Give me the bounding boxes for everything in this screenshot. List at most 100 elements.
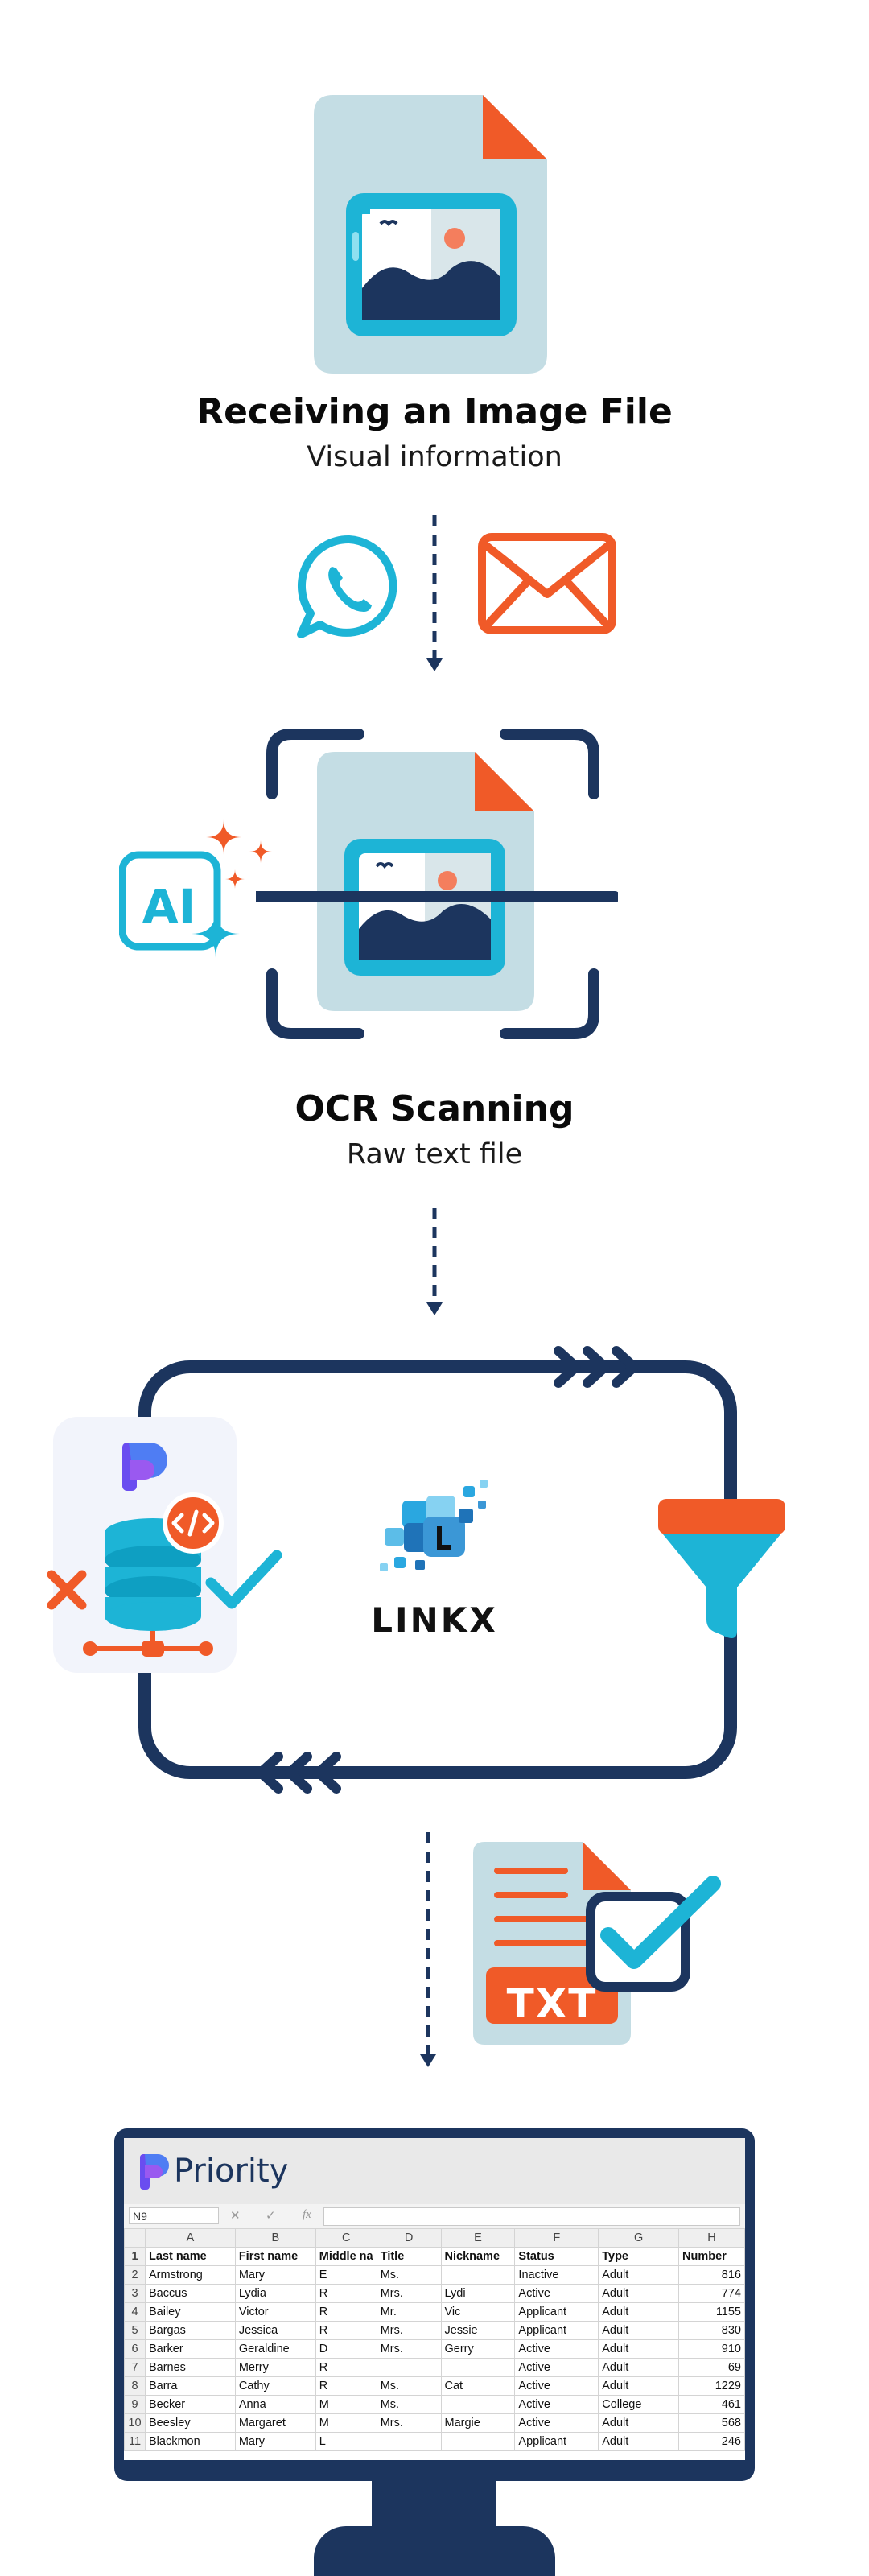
table-cell[interactable]: 830 <box>678 2321 745 2340</box>
table-cell[interactable]: Mrs. <box>376 2321 442 2340</box>
row-number[interactable]: 2 <box>124 2265 146 2285</box>
table-cell[interactable]: R <box>315 2302 377 2322</box>
table-cell[interactable]: M <box>315 2395 377 2414</box>
table-cell[interactable]: Ms. <box>376 2395 442 2414</box>
table-cell[interactable]: E <box>315 2265 377 2285</box>
table-cell[interactable]: Merry <box>234 2358 316 2377</box>
table-cell[interactable]: Margie <box>440 2413 516 2433</box>
table-cell[interactable]: 910 <box>678 2339 745 2359</box>
table-cell[interactable]: Last name <box>144 2247 236 2266</box>
table-cell[interactable]: Mrs. <box>376 2339 442 2359</box>
row-number[interactable]: 10 <box>124 2413 146 2433</box>
table-cell[interactable]: Title <box>376 2247 442 2266</box>
table-cell[interactable]: R <box>315 2321 377 2340</box>
table-cell[interactable]: Mary <box>234 2265 316 2285</box>
table-cell[interactable]: Baccus <box>144 2284 236 2303</box>
table-cell[interactable]: Mrs. <box>376 2284 442 2303</box>
row-number[interactable]: 5 <box>124 2321 146 2340</box>
table-cell[interactable]: Armstrong <box>144 2265 236 2285</box>
table-cell[interactable]: Adult <box>598 2376 680 2396</box>
table-cell[interactable]: Middle na <box>315 2247 377 2266</box>
table-cell[interactable]: Cathy <box>234 2376 316 2396</box>
table-cell[interactable]: Adult <box>598 2432 680 2451</box>
table-cell[interactable]: 69 <box>678 2358 745 2377</box>
table-cell[interactable]: Active <box>514 2339 599 2359</box>
table-cell[interactable]: Margaret <box>234 2413 316 2433</box>
table-cell[interactable]: Adult <box>598 2358 680 2377</box>
table-cell[interactable]: 816 <box>678 2265 745 2285</box>
table-cell[interactable]: Adult <box>598 2339 680 2359</box>
table-cell[interactable]: Nickname <box>440 2247 516 2266</box>
table-cell[interactable]: Adult <box>598 2284 680 2303</box>
row-number[interactable]: 8 <box>124 2376 146 2396</box>
row-number[interactable]: 4 <box>124 2302 146 2322</box>
table-cell[interactable]: Geraldine <box>234 2339 316 2359</box>
table-cell[interactable]: 246 <box>678 2432 745 2451</box>
table-cell[interactable]: Applicant <box>514 2302 599 2322</box>
table-cell[interactable]: Active <box>514 2413 599 2433</box>
table-cell[interactable]: Bailey <box>144 2302 236 2322</box>
table-cell[interactable]: Ms. <box>376 2265 442 2285</box>
table-cell[interactable]: Type <box>598 2247 680 2266</box>
table-cell[interactable]: Lydia <box>234 2284 316 2303</box>
table-cell[interactable]: Status <box>514 2247 599 2266</box>
function-icon[interactable]: fx <box>303 2208 311 2221</box>
confirm-icon[interactable]: ✓ <box>266 2210 276 2223</box>
table-cell[interactable] <box>440 2432 516 2451</box>
table-cell[interactable]: College <box>598 2395 680 2414</box>
table-cell[interactable]: Active <box>514 2358 599 2377</box>
table-cell[interactable]: Barnes <box>144 2358 236 2377</box>
row-number[interactable]: 7 <box>124 2358 146 2377</box>
table-cell[interactable]: Anna <box>234 2395 316 2414</box>
table-cell[interactable]: Inactive <box>514 2265 599 2285</box>
name-box[interactable]: N9 <box>129 2207 219 2224</box>
column-header[interactable]: G <box>598 2228 680 2248</box>
table-cell[interactable]: Lydi <box>440 2284 516 2303</box>
table-cell[interactable] <box>376 2432 442 2451</box>
column-header[interactable]: E <box>440 2228 516 2248</box>
table-cell[interactable]: Active <box>514 2395 599 2414</box>
table-cell[interactable]: First name <box>234 2247 316 2266</box>
table-cell[interactable]: Ms. <box>376 2376 442 2396</box>
table-cell[interactable]: Mrs. <box>376 2413 442 2433</box>
table-cell[interactable]: Beesley <box>144 2413 236 2433</box>
table-cell[interactable]: Jessica <box>234 2321 316 2340</box>
row-number[interactable]: 6 <box>124 2339 146 2359</box>
table-cell[interactable]: Jessie <box>440 2321 516 2340</box>
column-header[interactable]: B <box>234 2228 316 2248</box>
table-cell[interactable]: Active <box>514 2284 599 2303</box>
table-cell[interactable]: 1229 <box>678 2376 745 2396</box>
table-cell[interactable] <box>440 2395 516 2414</box>
table-cell[interactable]: M <box>315 2413 377 2433</box>
table-cell[interactable]: 1155 <box>678 2302 745 2322</box>
corner-cell[interactable] <box>124 2228 146 2248</box>
table-cell[interactable]: Barra <box>144 2376 236 2396</box>
table-cell[interactable]: Mary <box>234 2432 316 2451</box>
table-cell[interactable] <box>440 2265 516 2285</box>
table-cell[interactable]: Applicant <box>514 2432 599 2451</box>
column-header[interactable]: H <box>678 2228 745 2248</box>
column-header[interactable]: A <box>144 2228 236 2248</box>
row-number[interactable]: 11 <box>124 2432 146 2451</box>
table-cell[interactable] <box>440 2358 516 2377</box>
table-cell[interactable]: Adult <box>598 2265 680 2285</box>
table-cell[interactable]: Victor <box>234 2302 316 2322</box>
table-cell[interactable]: Gerry <box>440 2339 516 2359</box>
table-cell[interactable]: Adult <box>598 2413 680 2433</box>
table-cell[interactable]: Adult <box>598 2302 680 2322</box>
table-cell[interactable]: R <box>315 2284 377 2303</box>
column-header[interactable]: C <box>315 2228 377 2248</box>
table-cell[interactable]: Mr. <box>376 2302 442 2322</box>
table-cell[interactable]: Becker <box>144 2395 236 2414</box>
table-cell[interactable]: Adult <box>598 2321 680 2340</box>
table-cell[interactable]: 461 <box>678 2395 745 2414</box>
table-cell[interactable]: R <box>315 2376 377 2396</box>
table-cell[interactable]: Active <box>514 2376 599 2396</box>
table-cell[interactable]: Blackmon <box>144 2432 236 2451</box>
table-cell[interactable]: Cat <box>440 2376 516 2396</box>
formula-input[interactable] <box>323 2207 740 2226</box>
table-cell[interactable]: Number <box>678 2247 745 2266</box>
table-cell[interactable]: 774 <box>678 2284 745 2303</box>
column-header[interactable]: D <box>376 2228 442 2248</box>
table-cell[interactable]: 568 <box>678 2413 745 2433</box>
